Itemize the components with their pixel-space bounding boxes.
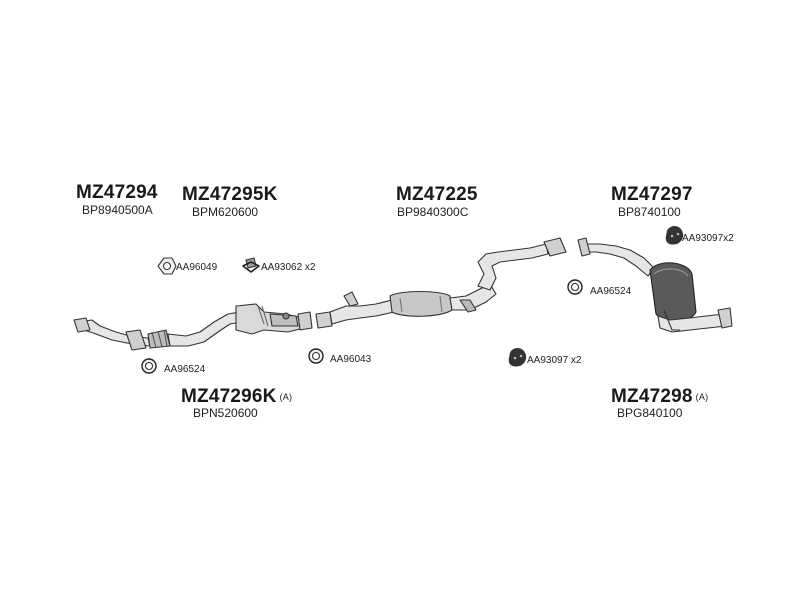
- rubber-hanger-icon: [508, 347, 527, 367]
- center-muffler-pipe-icon: [315, 237, 567, 329]
- hardware-label: AA93062 x2: [261, 262, 316, 273]
- part-ref-catalyst: BPM620600: [192, 205, 259, 219]
- part-code-center-muffler: MZ47225: [396, 184, 478, 205]
- hardware-label: AA96049: [176, 262, 218, 273]
- hardware-label: AA93097x2: [682, 233, 734, 244]
- variant-marker: (A): [279, 392, 293, 402]
- part-code-front-pipe: MZ47294: [76, 182, 158, 203]
- part-ref-rear-muffler: BP8740100: [618, 205, 681, 219]
- part-code-catalyst: MZ47295K: [182, 184, 278, 205]
- catalytic-converter-icon: [167, 303, 313, 347]
- part-ref-catalyst-variant: BPN520600: [193, 406, 258, 420]
- rear-muffler-icon: [577, 237, 733, 333]
- gasket-icon: [157, 257, 177, 275]
- hardware-label: AA96524: [164, 364, 206, 375]
- part-ref-front-pipe: BP8940500A: [82, 203, 153, 217]
- clamp-icon: [242, 257, 260, 273]
- ring-gasket-icon: [308, 348, 324, 364]
- ring-gasket-icon: [141, 358, 157, 374]
- part-ref-rear-muffler-variant: BPG840100: [617, 406, 683, 420]
- rubber-hanger-icon: [665, 225, 684, 245]
- variant-marker: (A): [695, 392, 709, 402]
- hardware-label: AA96043: [330, 354, 372, 365]
- part-code-rear-muffler-variant: MZ47298(A): [611, 386, 709, 407]
- part-code-rear-muffler: MZ47297: [611, 184, 693, 205]
- ring-gasket-icon: [567, 279, 583, 295]
- hardware-label: AA93097 x2: [527, 355, 582, 366]
- part-code-catalyst-variant: MZ47296K(A): [181, 386, 293, 407]
- part-ref-center-muffler: BP9840300C: [397, 205, 469, 219]
- front-pipe-icon: [73, 317, 171, 351]
- hardware-label: AA96524: [590, 286, 632, 297]
